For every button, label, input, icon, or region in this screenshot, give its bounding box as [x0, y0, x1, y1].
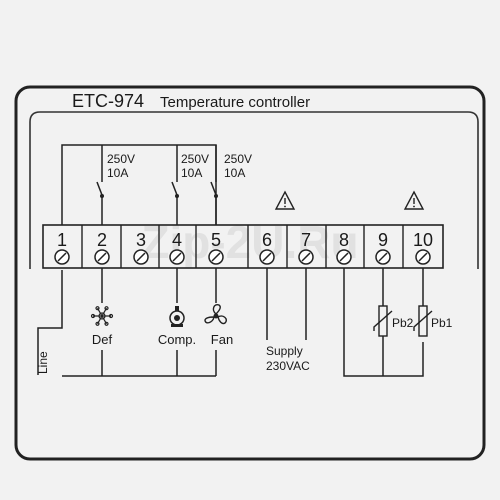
output-fan-label: Fan	[211, 332, 233, 347]
output-comp-label: Comp.	[158, 332, 196, 347]
terminal-number-6: 6	[262, 230, 272, 250]
thermistor-icon	[373, 305, 393, 337]
relay-contact-icon	[96, 172, 104, 225]
relay-1-current: 10A	[107, 166, 128, 180]
terminal-block-outline	[42, 224, 444, 269]
inner-panel	[29, 111, 479, 269]
warning-triangle-icon	[274, 190, 296, 210]
terminal-screw-icon	[94, 249, 110, 265]
snowflake-defrost-icon	[90, 306, 114, 326]
terminal-number-1: 1	[57, 230, 67, 250]
output-return-bus	[62, 268, 217, 377]
terminal-number-9: 9	[378, 230, 388, 250]
compressor-icon	[169, 306, 185, 327]
model-title: ETC-974	[72, 91, 144, 111]
terminal-screw-icon	[259, 249, 275, 265]
terminal-screw-icon	[208, 249, 224, 265]
terminal-screw-icon	[336, 249, 352, 265]
relay-2-voltage: 250V	[181, 152, 209, 166]
terminal-number-7: 7	[301, 230, 311, 250]
output-def-label: Def	[92, 332, 113, 347]
relay-2-current: 10A	[181, 166, 202, 180]
terminal-number-3: 3	[136, 230, 146, 250]
relay-common-bus	[61, 144, 217, 225]
fan-icon	[204, 303, 227, 325]
supply-label: Supply	[266, 344, 303, 358]
terminal-screw-icon	[169, 249, 185, 265]
title-subtitle: Temperature controller	[160, 94, 310, 111]
terminal-number-8: 8	[339, 230, 349, 250]
terminal-screw-icon	[133, 249, 149, 265]
terminal-screw-icon	[415, 249, 431, 265]
warning-triangle-icon	[403, 190, 425, 210]
relay-contact-icon	[171, 172, 179, 225]
terminal-screw-icon	[375, 249, 391, 265]
relay-3-current: 10A	[224, 166, 245, 180]
terminal-screw-icon	[298, 249, 314, 265]
terminal-number-10: 10	[413, 230, 433, 250]
supply-voltage-label: 230VAC	[266, 359, 310, 373]
terminal-number-2: 2	[97, 230, 107, 250]
relay-1-voltage: 250V	[107, 152, 135, 166]
probe-wiring	[343, 268, 424, 377]
terminal-screw-icon	[54, 249, 70, 265]
relay-contact-icon	[210, 172, 218, 225]
line-wire	[37, 270, 63, 375]
line-label: Line	[36, 351, 50, 374]
probe-pb1-label: Pb1	[431, 316, 453, 330]
terminal-number-5: 5	[211, 230, 221, 250]
supply-wires	[266, 268, 307, 340]
terminal-number-4: 4	[172, 230, 182, 250]
thermistor-icon	[413, 305, 433, 337]
relay-3-voltage: 250V	[224, 152, 252, 166]
terminal-block: 1 2 3 4 5 6 7 8 9 10	[42, 224, 444, 269]
outer-frame	[14, 85, 486, 461]
probe-pb2-label: Pb2	[392, 316, 414, 330]
